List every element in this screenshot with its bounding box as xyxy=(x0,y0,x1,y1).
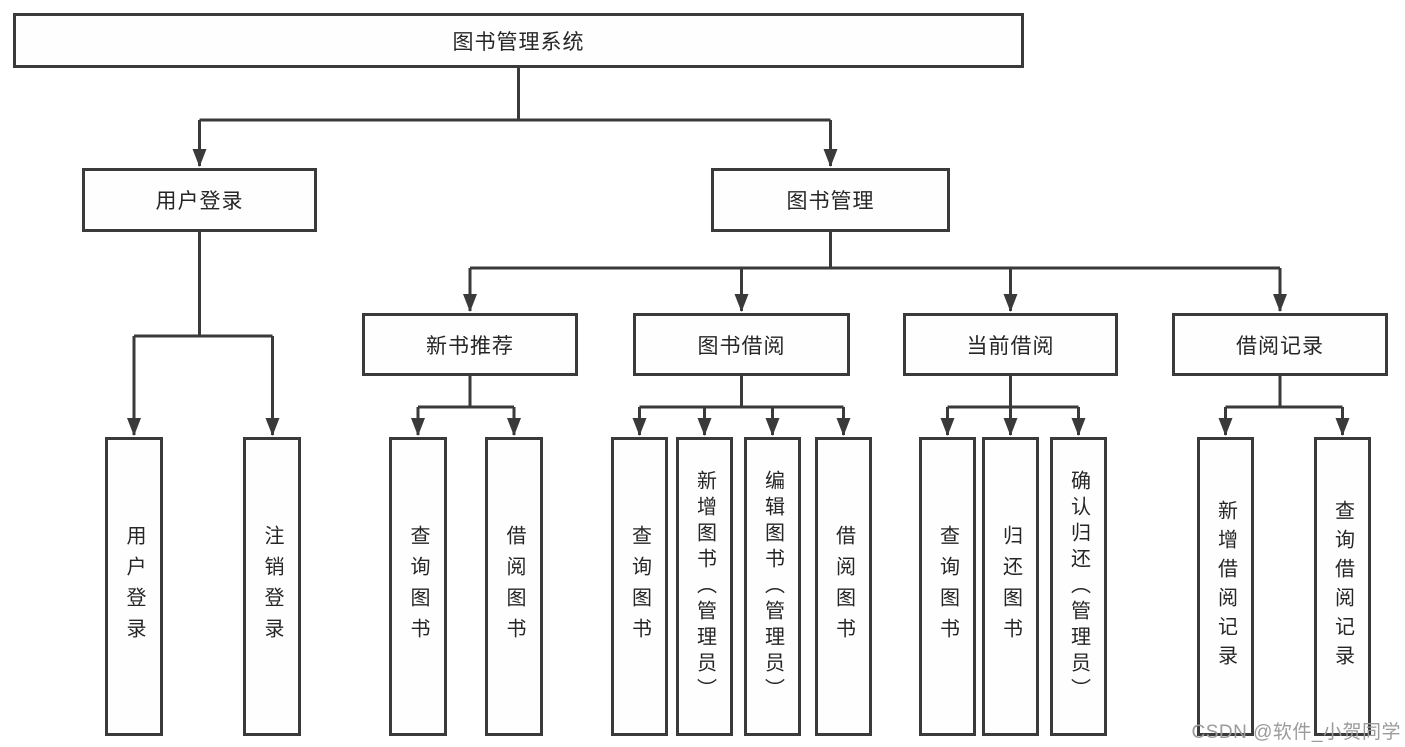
connector-skeleton xyxy=(134,67,1343,409)
connector-arrows xyxy=(127,120,1350,436)
leaf-query-books-borrowing-label: 查询图书 xyxy=(628,524,651,649)
leaf-return-books: 归还图书 xyxy=(982,437,1039,736)
leaf-return-books-label: 归还图书 xyxy=(999,524,1022,649)
node-book-borrowing: 图书借阅 xyxy=(633,313,850,376)
leaf-add-books-admin: 新增图书（管理员） xyxy=(676,437,733,736)
node-borrow-records: 借阅记录 xyxy=(1172,313,1388,376)
leaf-query-borrow-record: 查询借阅记录 xyxy=(1314,437,1371,736)
node-borrow-records-label: 借阅记录 xyxy=(1236,334,1324,358)
node-root-label: 图书管理系统 xyxy=(452,30,585,54)
leaf-add-borrow-record-label: 新增借阅记录 xyxy=(1214,499,1237,674)
node-book-borrowing-label: 图书借阅 xyxy=(697,334,786,358)
node-book-management-label: 图书管理 xyxy=(786,190,875,213)
leaf-query-books-recommend-label: 查询图书 xyxy=(407,524,429,649)
csdn-watermark: CSDN @软件_小贺同学 xyxy=(1191,722,1401,743)
leaf-edit-books-admin: 编辑图书（管理员） xyxy=(744,437,801,736)
leaf-query-books-borrowing: 查询图书 xyxy=(611,437,668,736)
node-current-borrowing-label: 当前借阅 xyxy=(966,334,1055,358)
node-user-login: 用户登录 xyxy=(82,168,317,232)
leaf-user-login: 用户登录 xyxy=(105,437,163,736)
leaf-add-books-admin-label: 新增图书（管理员） xyxy=(693,469,716,704)
leaf-logout-login: 注销登录 xyxy=(243,437,301,736)
node-root-system: 图书管理系统 xyxy=(13,13,1024,68)
leaf-borrow-books-borrowing-label: 借阅图书 xyxy=(832,524,855,649)
leaf-borrow-books-recommend-label: 借阅图书 xyxy=(503,524,525,649)
node-user-login-label: 用户登录 xyxy=(155,190,244,213)
leaf-confirm-return-admin-label: 确认归还（管理员） xyxy=(1067,469,1090,704)
leaf-user-login-label: 用户登录 xyxy=(123,524,145,649)
node-new-book-recommend-label: 新书推荐 xyxy=(426,334,514,358)
leaf-query-borrow-record-label: 查询借阅记录 xyxy=(1331,499,1354,674)
leaf-add-borrow-record: 新增借阅记录 xyxy=(1197,437,1254,736)
leaf-query-books-current: 查询图书 xyxy=(919,437,976,736)
leaf-borrow-books-recommend: 借阅图书 xyxy=(485,437,543,736)
leaf-logout-login-label: 注销登录 xyxy=(261,524,283,649)
node-new-book-recommend: 新书推荐 xyxy=(362,313,578,376)
node-book-management: 图书管理 xyxy=(711,168,950,232)
leaf-borrow-books-borrowing: 借阅图书 xyxy=(815,437,872,736)
leaf-query-books-recommend: 查询图书 xyxy=(389,437,447,736)
leaf-query-books-current-label: 查询图书 xyxy=(936,524,959,649)
leaf-confirm-return-admin: 确认归还（管理员） xyxy=(1050,437,1107,736)
node-current-borrowing: 当前借阅 xyxy=(903,313,1118,376)
leaf-edit-books-admin-label: 编辑图书（管理员） xyxy=(761,469,784,704)
